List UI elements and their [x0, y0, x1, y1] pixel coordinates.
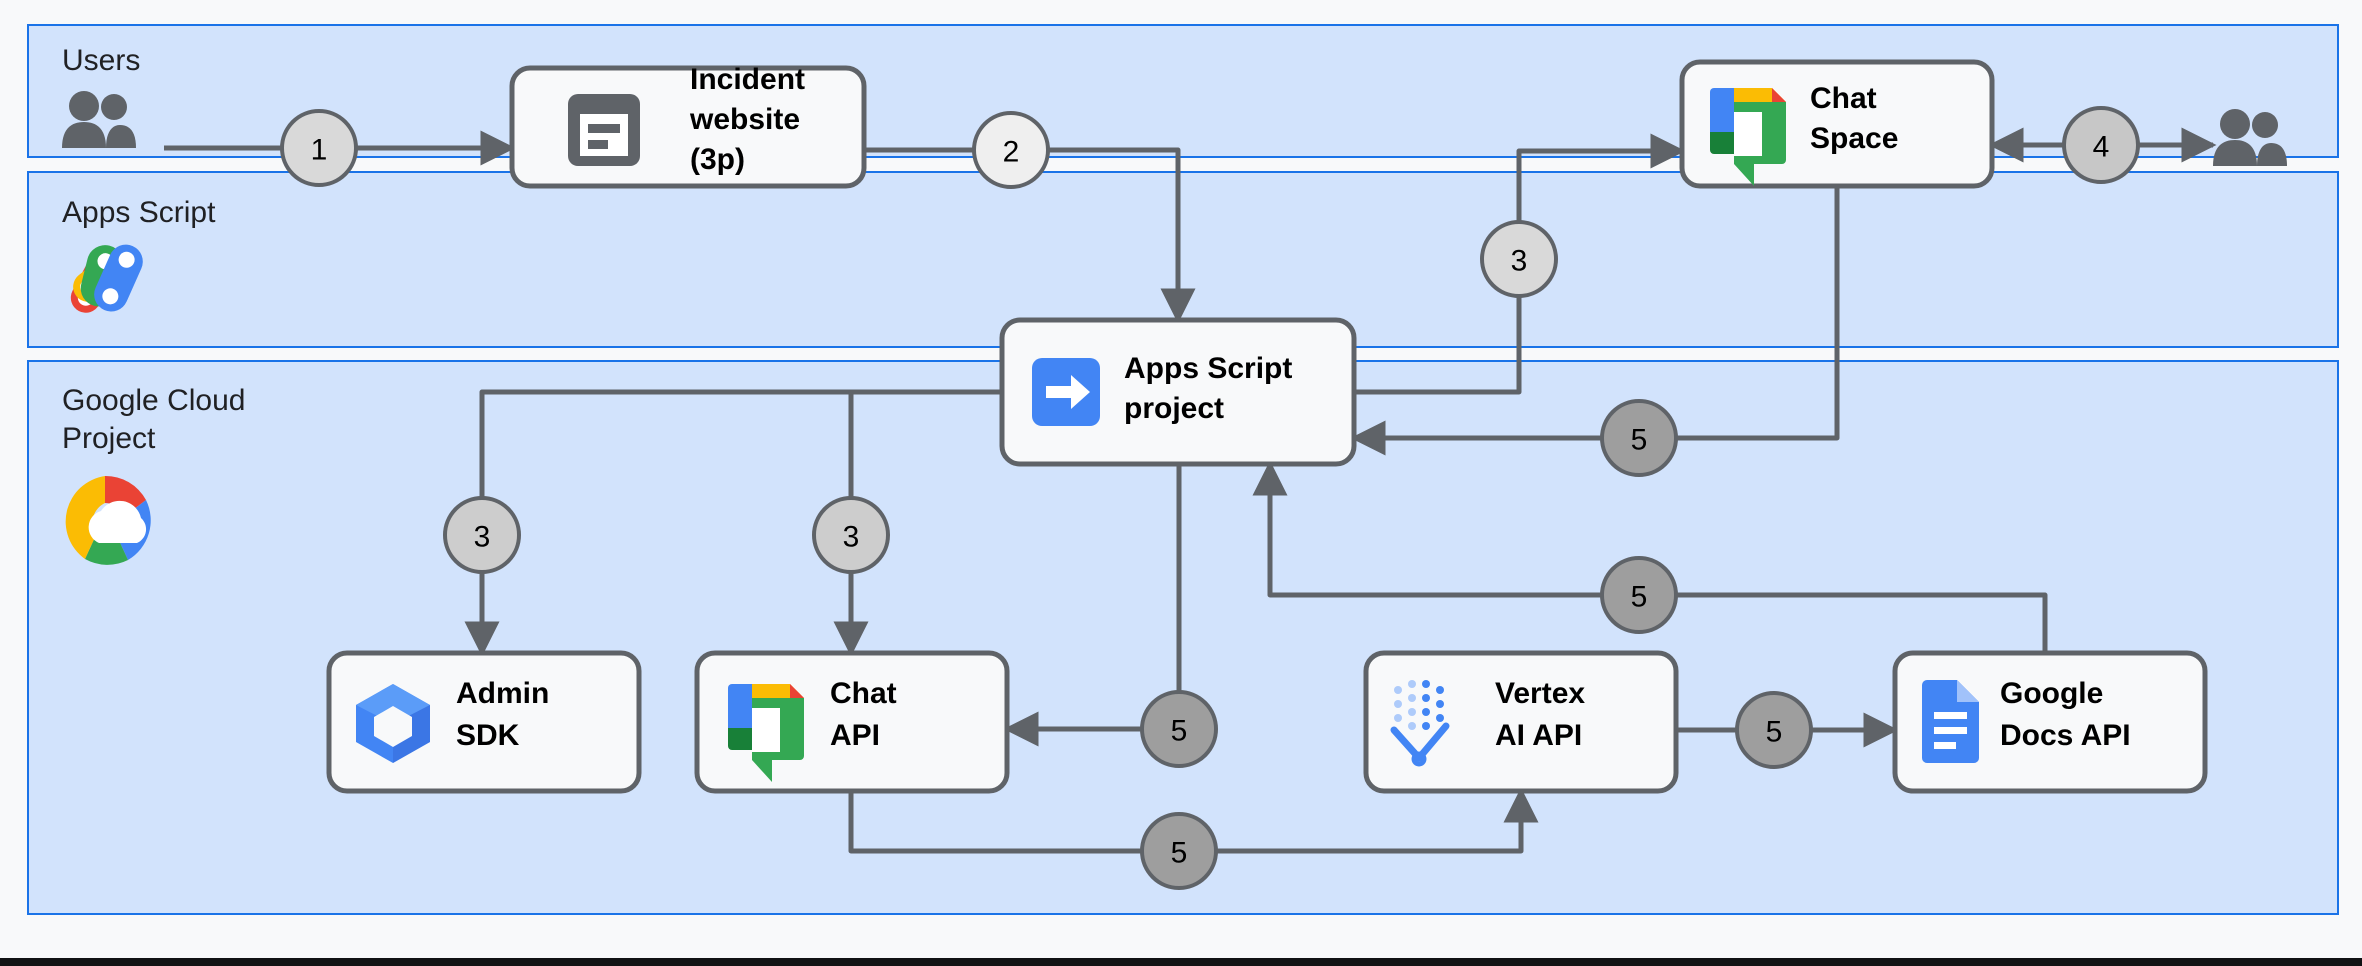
vertex-ai-logo — [1390, 680, 1450, 767]
node-apps-script-project[interactable]: Apps Script project — [999, 317, 1357, 467]
node-google-docs-api-line2: Docs API — [2000, 719, 2131, 752]
band-apps-script-label: Apps Script — [62, 196, 216, 229]
node-incident-website-line3: (3p) — [690, 143, 745, 176]
band-google-cloud-label-line1: Google Cloud — [62, 384, 245, 417]
badge-3-adminsdk: 3 — [443, 496, 521, 574]
node-vertex-ai-api[interactable]: Vertex AI API — [1363, 650, 1679, 794]
node-admin-sdk-line2: SDK — [456, 719, 520, 752]
node-apps-script-project-line2: project — [1124, 392, 1224, 425]
badge-5-docs-to-script: 5 — [1600, 556, 1678, 634]
badge-5-chatspace: 5 — [1600, 399, 1678, 477]
badge-2: 2 — [972, 111, 1050, 189]
node-google-docs-api[interactable]: Google Docs API — [1892, 650, 2208, 794]
badge-4-label: 4 — [2093, 131, 2110, 164]
badge-5-chatapi-vertex-label: 5 — [1171, 837, 1188, 870]
node-admin-sdk[interactable]: Admin SDK — [326, 650, 642, 794]
node-apps-script-project-line1: Apps Script — [1124, 352, 1292, 385]
badge-5-chatapi: 5 — [1140, 690, 1218, 768]
badge-1: 1 — [280, 109, 358, 187]
badge-3-chatapi: 3 — [812, 496, 890, 574]
badge-5-chatspace-label: 5 — [1631, 424, 1648, 457]
node-vertex-ai-api-line2: AI API — [1495, 719, 1582, 752]
node-chat-api-line1: Chat — [830, 677, 897, 710]
node-chat-space-line2: Space — [1810, 122, 1898, 155]
badge-5-chatapi-vertex: 5 — [1140, 812, 1218, 890]
node-chat-space[interactable]: Chat Space — [1679, 59, 1995, 189]
google-chat-logo — [728, 684, 804, 782]
badge-3-adminsdk-label: 3 — [474, 521, 491, 554]
badge-4: 4 — [2062, 106, 2140, 184]
apps-script-logo — [70, 244, 143, 313]
google-chat-logo — [1710, 88, 1786, 186]
badge-5-vertex-docs: 5 — [1735, 691, 1813, 769]
people-icon — [62, 91, 136, 148]
node-incident-website[interactable]: Incident website (3p) — [509, 63, 867, 189]
node-chat-api-line2: API — [830, 719, 880, 752]
badge-5-chatapi-label: 5 — [1171, 715, 1188, 748]
badge-3-chatapi-label: 3 — [843, 521, 860, 554]
actor-users-right — [2213, 109, 2287, 166]
web-page-icon — [568, 94, 640, 166]
badge-3-chatspace-label: 3 — [1511, 245, 1528, 278]
node-vertex-ai-api-line1: Vertex — [1495, 677, 1585, 710]
google-docs-logo — [1922, 680, 1979, 763]
bottom-bar — [0, 958, 2362, 966]
badge-2-label: 2 — [1003, 136, 1020, 169]
node-admin-sdk-line1: Admin — [456, 677, 549, 710]
node-chat-api[interactable]: Chat API — [694, 650, 1010, 794]
badge-5-vertex-docs-label: 5 — [1766, 716, 1783, 749]
badge-1-label: 1 — [311, 134, 328, 167]
badge-5-docs-to-script-label: 5 — [1631, 581, 1648, 614]
band-google-cloud-label-line2: Project — [62, 422, 156, 455]
admin-sdk-logo — [356, 684, 430, 763]
node-chat-space-line1: Chat — [1810, 82, 1877, 115]
node-incident-website-line2: website — [689, 103, 800, 136]
connector-incident-to-script — [864, 147, 1196, 324]
google-cloud-logo — [65, 475, 151, 565]
node-incident-website-line1: Incident — [690, 63, 805, 96]
connector-chatspace-to-script — [1350, 186, 1840, 456]
badge-3-chatspace: 3 — [1480, 220, 1558, 298]
node-google-docs-api-line1: Google — [2000, 677, 2103, 710]
band-users-label: Users — [62, 44, 140, 77]
apps-script-deploy-icon — [1032, 358, 1100, 426]
